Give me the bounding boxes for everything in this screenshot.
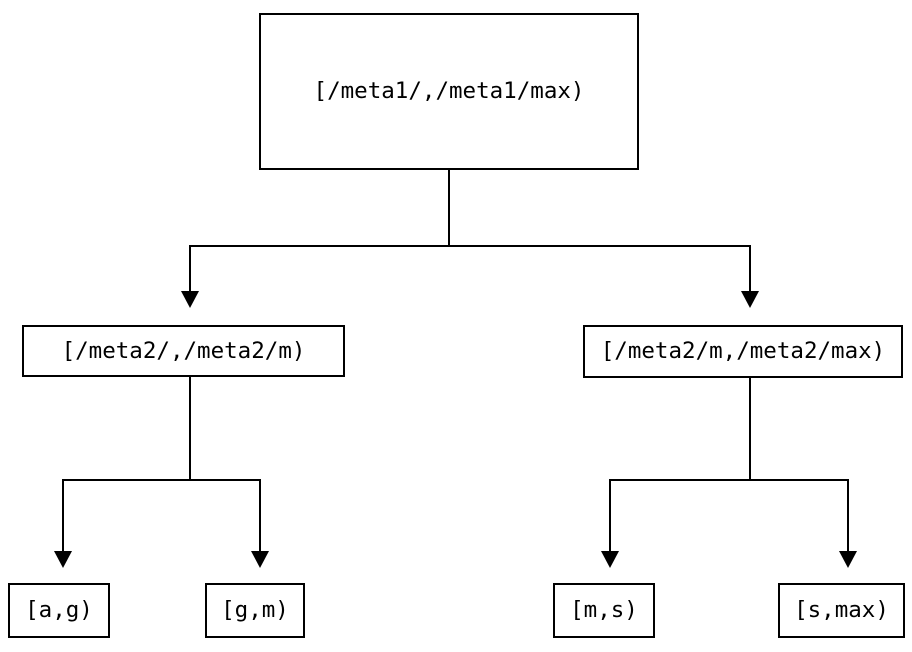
- arrowhead-to-leaf-smax: [839, 551, 857, 568]
- node-root-meta1-range: [/meta1/,/meta1/max): [259, 13, 639, 170]
- arrowhead-to-leaf-ms: [601, 551, 619, 568]
- node-meta2-left-range: [/meta2/,/meta2/m): [22, 325, 345, 377]
- edge-mid-left-to-leaves: [54, 377, 269, 568]
- arrowhead-to-leaf-gm: [251, 551, 269, 568]
- edge-mid-right-to-leaves: [601, 378, 857, 568]
- arrowhead-to-mid-left: [181, 291, 199, 308]
- node-leaf-s-max: [s,max): [778, 583, 905, 638]
- arrowhead-to-leaf-ag: [54, 551, 72, 568]
- node-leaf-a-g: [a,g): [8, 583, 110, 638]
- edge-root-to-children: [181, 170, 759, 308]
- node-leaf-g-m: [g,m): [205, 583, 305, 638]
- arrowhead-to-mid-right: [741, 291, 759, 308]
- node-leaf-m-s: [m,s): [553, 583, 655, 638]
- node-meta2-right-range: [/meta2/m,/meta2/max): [583, 325, 903, 378]
